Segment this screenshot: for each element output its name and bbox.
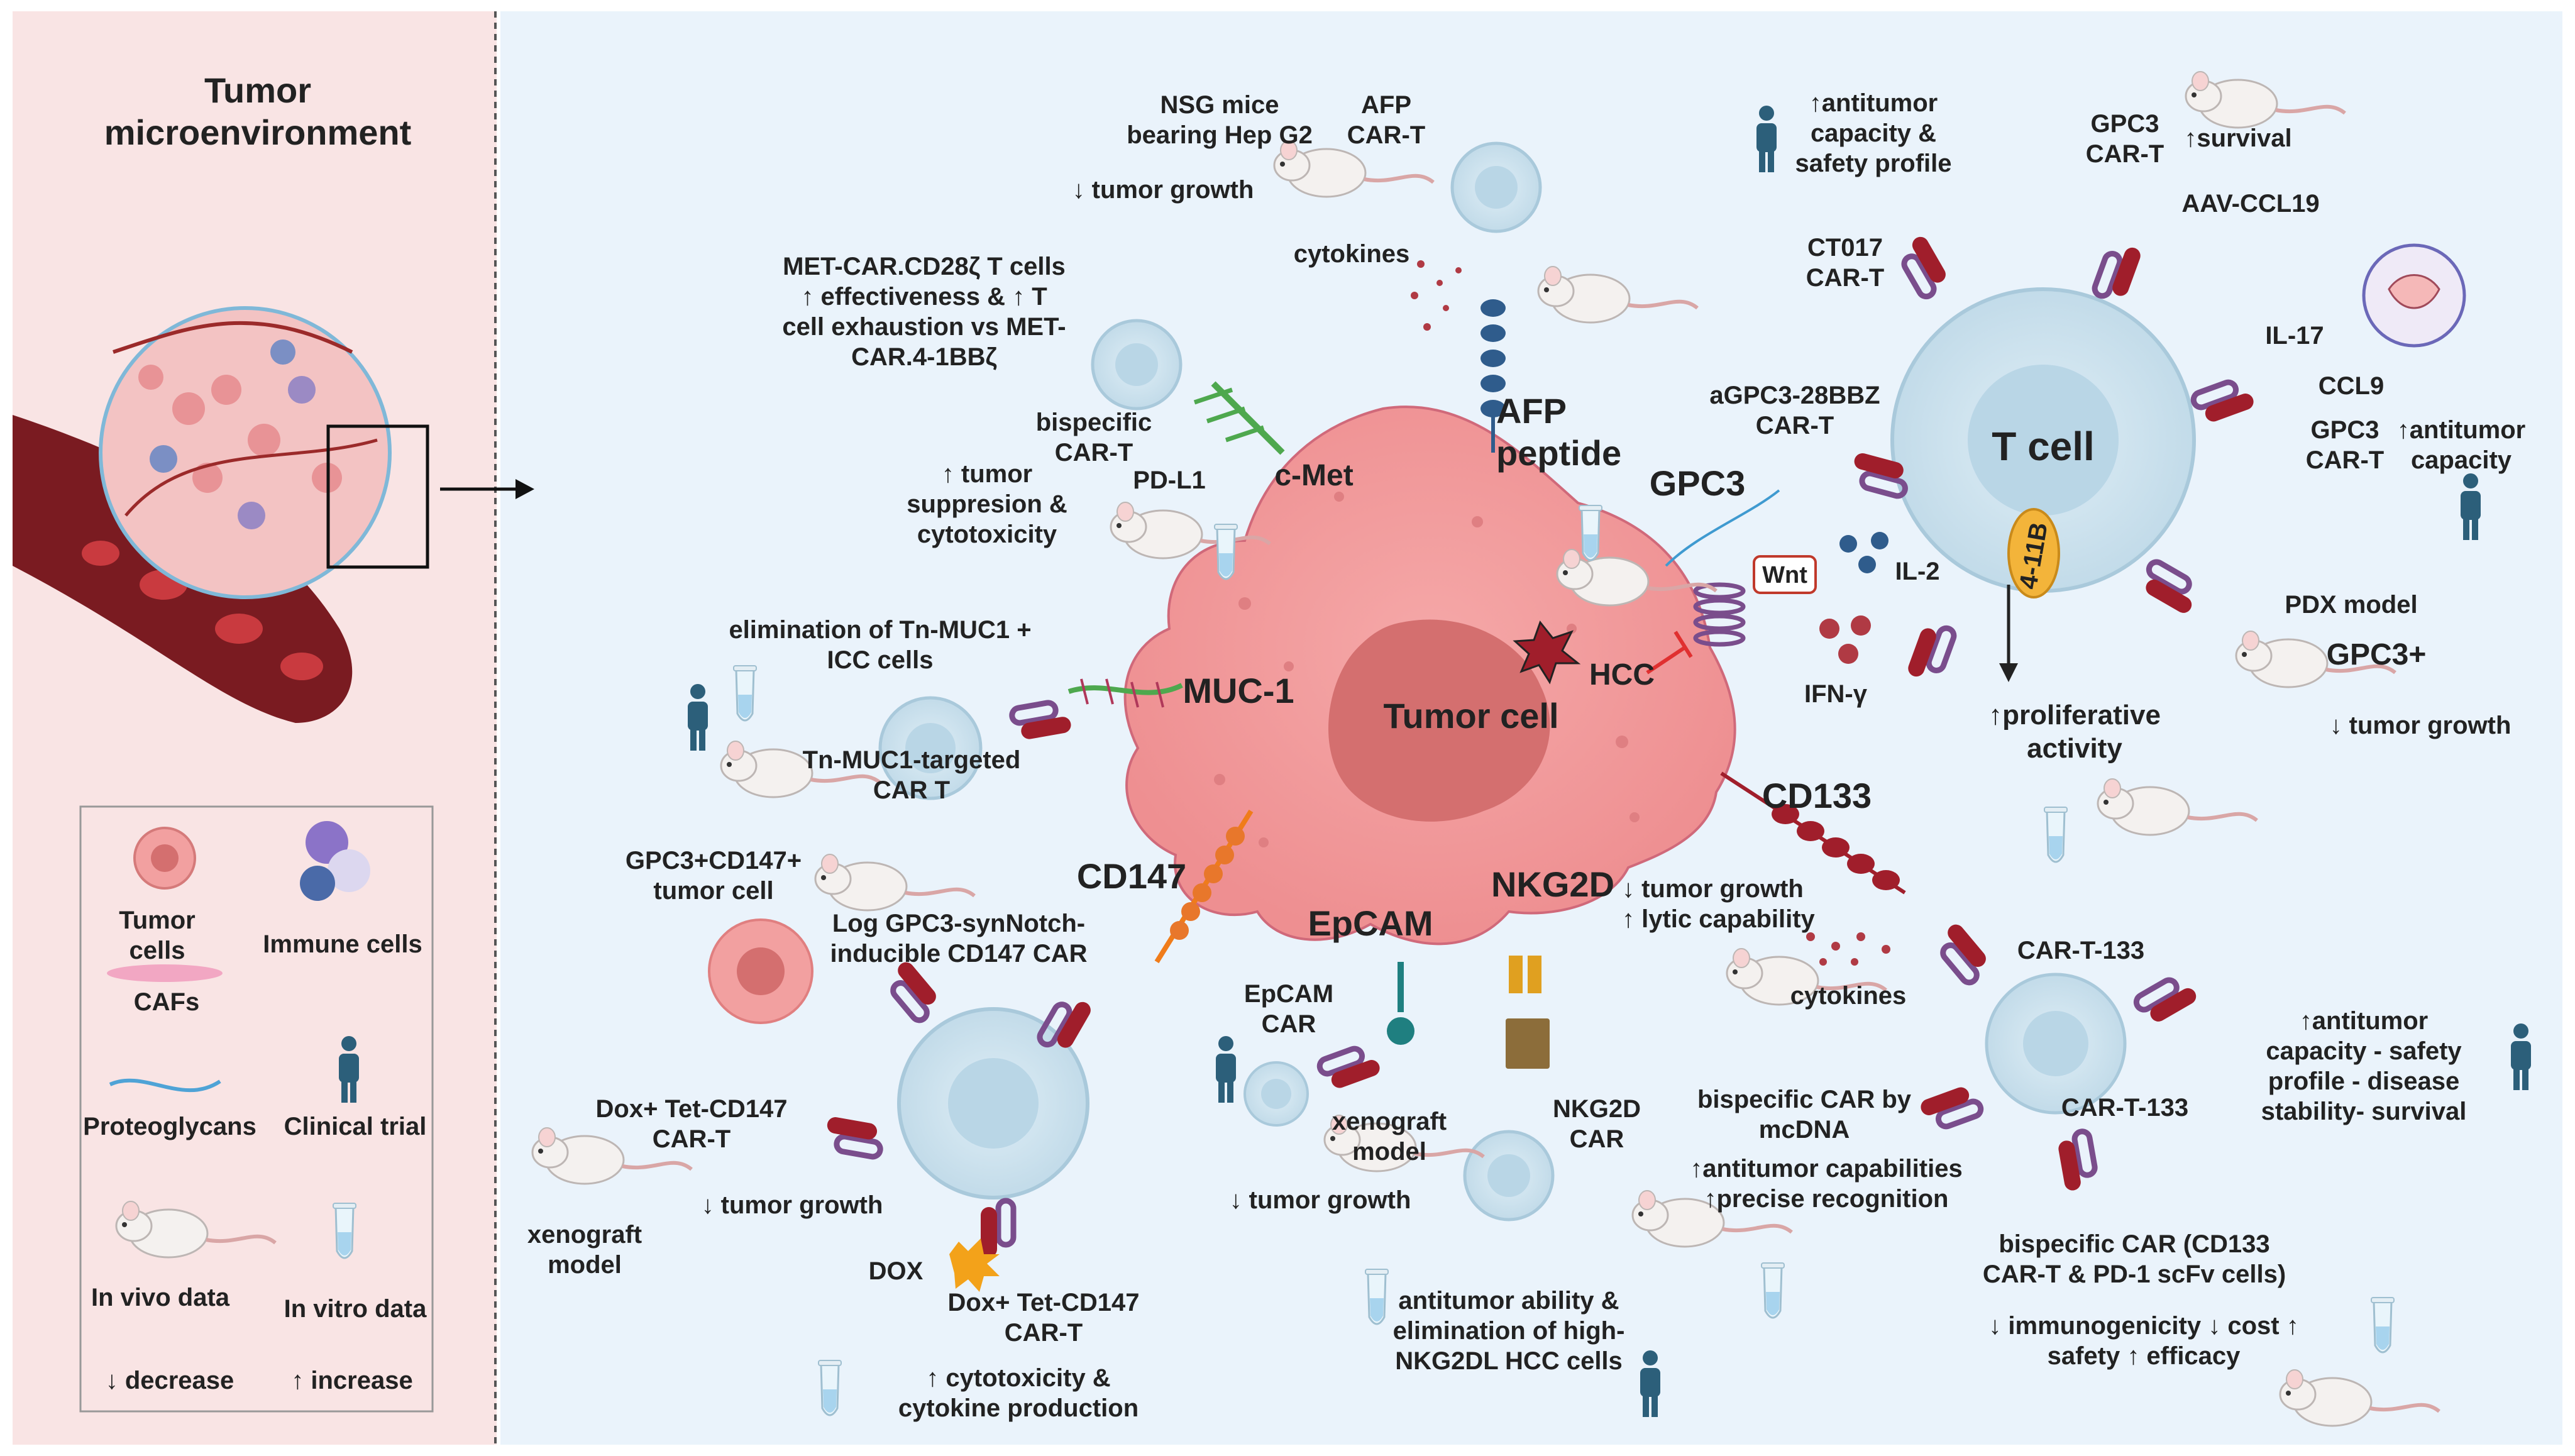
afp-peptide-label: AFP peptide [1496,391,1622,473]
cd147-label: CD147 [1076,856,1187,896]
cart133-bottom-label: CAR-T-133 [2061,1094,2189,1122]
xenograft-mid-label: xenograft model [1332,1108,1447,1166]
mcdna-effect-label: ↑antitumor capabilities ↑precise recogni… [1690,1155,1963,1213]
legend-decrease: ↓ decrease [105,1367,234,1394]
dox-cart-left-label: Dox+ Tet-CD147 CAR-T [595,1095,788,1153]
bispecific-cart-label: bispecific CAR-T [1035,409,1152,466]
left-panel [13,11,497,1445]
legend-increase: ↑ increase [291,1367,413,1394]
tumor-nucleus [1328,619,1550,822]
wnt-box [1753,555,1817,594]
tumor-illustration [13,306,534,723]
survival-label: ↑survival [2184,124,2292,152]
gpc3-plus-label: GPC3+ [2326,638,2427,671]
tn-muc1-elimination-label: elimination of Tn-MUC1 + ICC cells [729,616,1032,674]
tumor-growth-mid-label: ↓ tumor growth [1229,1186,1411,1214]
gpc3-cart-top-label: GPC3 CAR-T [2085,110,2164,168]
legend-immune-cells: Immune cells [263,930,422,958]
dox-burst-icon [949,1238,1000,1292]
legend-icons [107,821,370,1258]
legend-box [79,805,434,1413]
cd133-label: CD133 [1762,776,1872,815]
cart133-top-label: CAR-T-133 [2017,937,2145,964]
cytokines-top-label: cytokines [1293,240,1410,268]
legend-tumor-cells: Tumor cells [119,907,196,964]
legend-in-vitro: In vitro data [284,1295,427,1323]
aav-ccl19-label: AAV-CCL19 [2181,190,2320,218]
tumor-growth-right-label: ↓ tumor growth [2329,712,2512,739]
epcam-car-label: EpCAM CAR [1243,980,1334,1038]
pdx-model-label: PDX model [2285,591,2418,619]
nkg2d-label: NKG2D [1491,864,1615,904]
afp-cart-label: AFP CAR-T [1347,91,1426,149]
antitumor-right-label: ↑antitumor capacity [2396,416,2526,474]
afp-mice-label: NSG mice bearing Hep G2 [1127,91,1313,149]
legend-proteoglycans: Proteoglycans [83,1113,256,1140]
bispecific-mcdna-label: bispecific CAR by mcDNA [1697,1086,1912,1144]
cytokines-mid-label: cytokines [1790,982,1907,1010]
il2-label: IL-2 [1895,558,1940,585]
hcc-label: HCC [1589,658,1655,692]
tumor-cell-label: Tumor cell [1383,696,1559,736]
cd133-effect-label: ↓ immunogenicity ↓ cost ↑ safety ↑ effic… [1988,1312,2299,1370]
epcam-label: EpCAM [1308,903,1433,943]
xenograft-left-label: xenograft model [527,1221,642,1279]
gpc3-cd147-label: GPC3+CD147+ tumor cell [625,847,802,905]
tumor-antigens [1067,299,1906,1069]
bispecific-cd133-label: bispecific CAR (CD133 CAR-T & PD-1 scFv … [1982,1230,2286,1288]
cytokine-dots [1411,260,1890,966]
afp-effect-label: ↓ tumor growth [1072,176,1254,204]
log-gpc3-label: Log GPC3-synNotch- inducible CD147 CAR [830,910,1088,968]
nkg2d-effect-label: antitumor ability & elimination of high-… [1392,1287,1625,1375]
virus-icon [2362,243,2466,348]
tn-muc1-cart-label: Tn-MUC1-targeted CAR T [802,746,1021,804]
nkg2d-car-label: NKG2D CAR [1552,1095,1641,1153]
panel-title: Tumor microenvironment [104,70,412,153]
legend-clinical-trial: Clinical trial [284,1113,427,1140]
met-car-label: MET-CAR.CD28ζ T cells ↑ effectiveness & … [782,253,1066,371]
agpc3-label: aGPC3-28BBZ CAR-T [1709,382,1880,439]
tumor-growth-left-label: ↓ tumor growth [701,1191,883,1219]
pd-l1-label: PD-L1 [1133,466,1206,494]
wnt-label: Wnt [1762,562,1807,588]
muc1-label: MUC-1 [1183,671,1294,710]
cytotoxicity-label: ↑ cytotoxicity & cytokine production [898,1364,1139,1422]
t-cell [1890,287,2196,682]
gpc3-label: GPC3 [1649,463,1746,503]
dox-cart-bottom-label: Dox+ Tet-CD147 CAR-T [947,1289,1140,1347]
t-cell-label: T cell [1992,424,2095,469]
met-effect-label: ↑ tumor suppresion & cytotoxicity [907,460,1067,548]
safety-top-label: ↑antitumor capacity & safety profile [1795,89,1952,177]
legend-in-vivo: In vivo data [91,1284,230,1311]
lytic-label: ↓ tumor growth ↑ lytic capability [1622,875,1815,933]
tumor-granules [1214,492,1640,847]
ct017-label: CT017 CAR-T [1806,234,1885,292]
ifn-label: IFN-γ [1804,680,1867,708]
c-met-label: c-Met [1274,459,1354,492]
legend-cafs: CAFs [133,988,200,1016]
ccl9-label: CCL9 [2318,372,2385,400]
dox-label: DOX [868,1257,924,1285]
proliferative-label: ↑proliferative activity [1988,700,2161,764]
cd133-right-effect-label: ↑antitumor capacity - safety profile - d… [2261,1007,2467,1125]
car-t-cells [878,141,2127,1222]
gpc3-cart-right-label: GPC3 CAR-T [2305,416,2385,474]
il17-label: IL-17 [2265,322,2324,350]
